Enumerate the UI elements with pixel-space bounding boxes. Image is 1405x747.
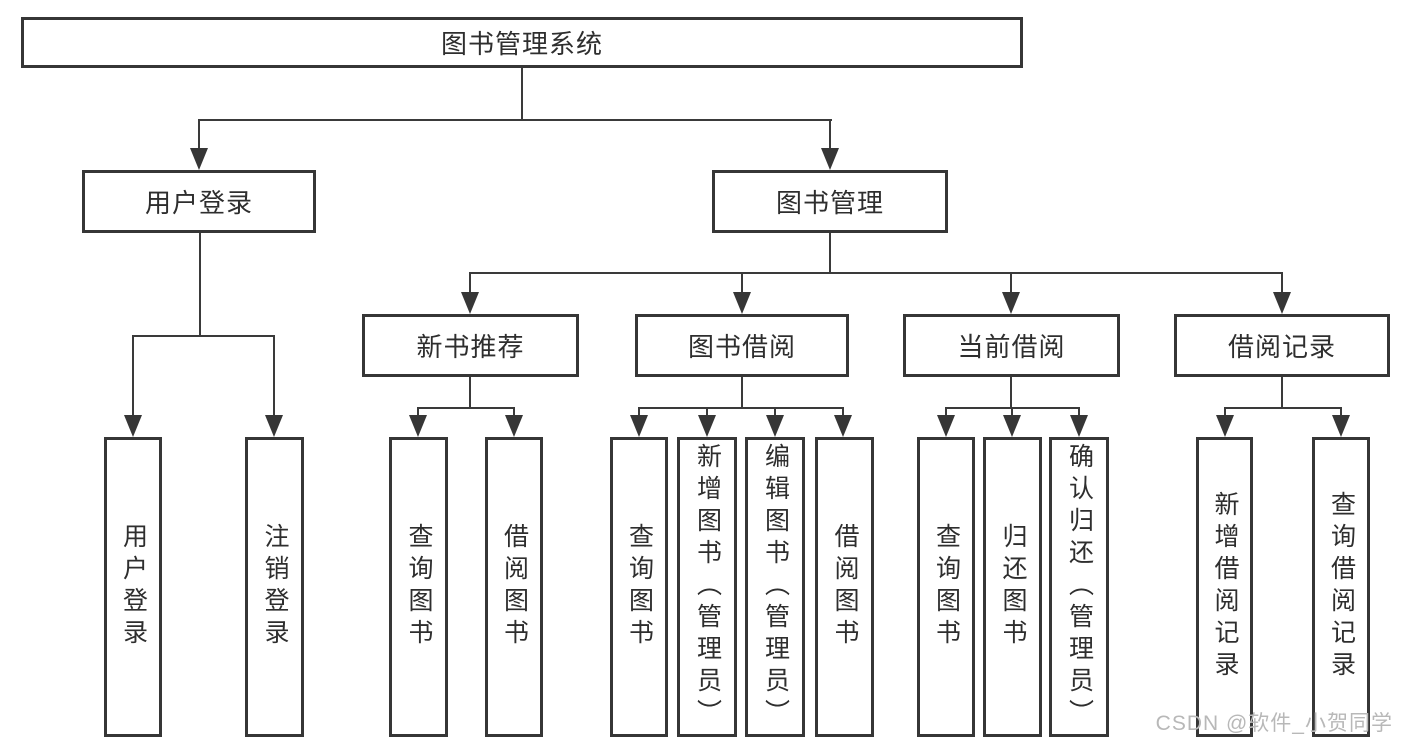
- leaf-borrowing-borrow-books: 借阅图书: [815, 437, 874, 737]
- node-label: 归还图书: [999, 523, 1027, 651]
- node-label: 当前借阅: [957, 332, 1066, 362]
- node-label: 借阅记录: [1227, 332, 1336, 362]
- leaf-records-add-record: 新增借阅记录: [1196, 437, 1253, 737]
- connector-line: [741, 377, 743, 409]
- connector-line: [741, 272, 743, 292]
- connector-line: [1010, 377, 1012, 409]
- leaf-borrowing-edit-books-admin: 编辑图书（管理员）: [745, 437, 805, 737]
- connector-line: [638, 407, 640, 415]
- arrowhead-icon: [1070, 415, 1088, 437]
- connector-line: [945, 407, 947, 415]
- leaf-recommend-query-books: 查询图书: [389, 437, 448, 737]
- connector-line: [774, 407, 776, 415]
- connector-line: [469, 377, 471, 409]
- arrowhead-icon: [821, 148, 839, 170]
- arrowhead-icon: [1002, 292, 1020, 314]
- node-label: 确认归还（管理员）: [1065, 443, 1094, 731]
- arrowhead-icon: [834, 415, 852, 437]
- node-borrowing-records: 借阅记录: [1174, 314, 1390, 377]
- arrowhead-icon: [937, 415, 955, 437]
- connector-line: [469, 272, 1283, 274]
- node-label: 新书推荐: [416, 332, 525, 362]
- arrowhead-icon: [409, 415, 427, 437]
- node-label: 注销登录: [261, 523, 289, 651]
- node-label: 用户登录: [144, 188, 253, 218]
- connector-line: [638, 407, 844, 409]
- connector-line: [417, 407, 419, 415]
- connector-line: [198, 119, 832, 121]
- node-label: 查询图书: [405, 523, 433, 651]
- node-new-book-recommend: 新书推荐: [362, 314, 579, 377]
- node-label: 用户登录: [119, 523, 148, 651]
- connector-line: [706, 407, 708, 415]
- leaf-borrowing-add-books-admin: 新增图书（管理员）: [677, 437, 737, 737]
- node-label: 图书借阅: [687, 332, 796, 362]
- connector-line: [513, 407, 515, 415]
- node-label: 借阅图书: [831, 523, 859, 651]
- leaf-current-query-books: 查询图书: [917, 437, 975, 737]
- node-label: 编辑图书（管理员）: [761, 443, 790, 731]
- connector-line: [469, 272, 471, 292]
- arrowhead-icon: [1216, 415, 1234, 437]
- node-label: 图书管理: [775, 188, 884, 218]
- node-label: 查询借阅记录: [1327, 491, 1356, 683]
- connector-line: [521, 68, 523, 121]
- leaf-recommend-borrow-books: 借阅图书: [485, 437, 543, 737]
- arrowhead-icon: [733, 292, 751, 314]
- node-root-system: 图书管理系统: [21, 17, 1023, 68]
- connector-line: [1224, 407, 1341, 409]
- connector-line: [132, 335, 275, 337]
- connector-line: [1224, 407, 1226, 415]
- connector-line: [199, 233, 201, 337]
- arrowhead-icon: [630, 415, 648, 437]
- leaf-records-query-record: 查询借阅记录: [1312, 437, 1370, 737]
- node-current-borrowing: 当前借阅: [903, 314, 1120, 377]
- node-book-borrowing: 图书借阅: [635, 314, 849, 377]
- connector-line: [1010, 272, 1012, 292]
- csdn-watermark: CSDN @软件_小贺同学: [1155, 712, 1393, 735]
- leaf-user-login-action: 用户登录: [104, 437, 162, 737]
- leaf-borrowing-query-books: 查询图书: [610, 437, 668, 737]
- connector-line: [1011, 407, 1013, 415]
- leaf-current-return-books: 归还图书: [983, 437, 1042, 737]
- arrowhead-icon: [124, 415, 142, 437]
- arrowhead-icon: [1003, 415, 1021, 437]
- connector-line: [1340, 407, 1342, 415]
- connector-line: [1281, 272, 1283, 292]
- connector-line: [829, 233, 831, 274]
- node-label: 新增图书（管理员）: [693, 443, 722, 731]
- node-label: 图书管理系统: [440, 29, 603, 59]
- arrowhead-icon: [1332, 415, 1350, 437]
- arrowhead-icon: [190, 148, 208, 170]
- connector-line: [273, 335, 275, 415]
- connector-line: [417, 407, 515, 409]
- arrowhead-icon: [265, 415, 283, 437]
- arrowhead-icon: [505, 415, 523, 437]
- arrowhead-icon: [461, 292, 479, 314]
- leaf-current-confirm-return-admin: 确认归还（管理员）: [1049, 437, 1109, 737]
- node-label: 新增借阅记录: [1211, 491, 1239, 683]
- node-label: 查询图书: [625, 523, 654, 651]
- leaf-logout-action: 注销登录: [245, 437, 304, 737]
- node-user-login: 用户登录: [82, 170, 316, 233]
- arrowhead-icon: [1273, 292, 1291, 314]
- connector-line: [1078, 407, 1080, 415]
- arrowhead-icon: [698, 415, 716, 437]
- connector-line: [132, 335, 134, 415]
- connector-line: [1281, 377, 1283, 409]
- connector-line: [829, 119, 831, 148]
- connector-line: [198, 119, 200, 148]
- node-book-management: 图书管理: [712, 170, 948, 233]
- connector-line: [842, 407, 844, 415]
- node-label: 查询图书: [932, 523, 961, 651]
- node-label: 借阅图书: [500, 523, 529, 651]
- arrowhead-icon: [766, 415, 784, 437]
